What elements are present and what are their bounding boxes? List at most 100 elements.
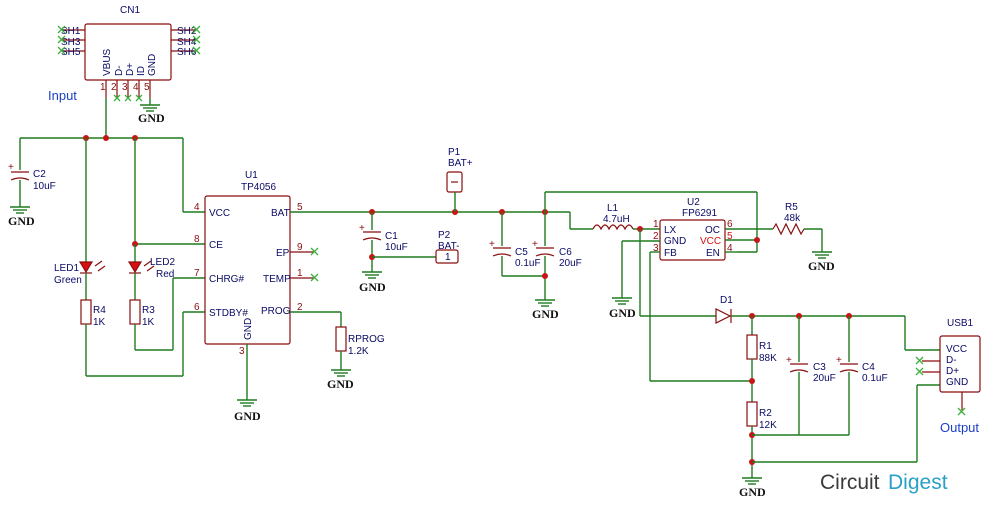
p1-value: BAT+ xyxy=(448,158,473,169)
r5-ref: R5 xyxy=(785,202,798,213)
c6-value: 20uF xyxy=(559,258,582,269)
u1-ref: U1 xyxy=(245,170,258,181)
u2-num-lx: 1 xyxy=(653,219,659,230)
cn1-sh5: SH5 xyxy=(61,47,81,58)
input-rail xyxy=(19,98,205,247)
usb1-pin-gnd: GND xyxy=(946,377,968,388)
u1-pin-stdby: STDBY# xyxy=(209,308,248,319)
u1-num-vcc: 4 xyxy=(194,202,200,213)
cn1-sh3: SH3 xyxy=(61,37,81,48)
brand-digest: Digest xyxy=(888,471,948,494)
u1-pin-temp: TEMP xyxy=(263,274,291,285)
connector-cn1: CN1 SH1 SH3 SH5 SH2 SH4 SH6 VBUS D- D+ I… xyxy=(48,5,201,125)
usb1-pin-dminus: D- xyxy=(946,355,957,366)
c4-value: 0.1uF xyxy=(862,373,888,384)
cn1-sh2: SH2 xyxy=(177,26,197,37)
u1-pin-chrg: CHRG# xyxy=(209,274,244,285)
cn1-num-1: 1 xyxy=(100,82,106,93)
u2-ref: U2 xyxy=(687,197,700,208)
u2-num-gnd: 2 xyxy=(653,231,659,242)
r3-ref: R3 xyxy=(142,305,155,316)
u1-num-stdby: 6 xyxy=(194,302,200,313)
l1-ref: L1 xyxy=(607,203,619,214)
c6-ref: C6 xyxy=(559,247,572,258)
r2-ref: R2 xyxy=(759,408,772,419)
led2-branch: LED2 Red R3 1K xyxy=(127,244,205,351)
r3-value: 1K xyxy=(142,317,155,328)
ic-u2-fp6291: U2 FP6291 1 LX 2 GND 3 FB OC 6 VCC 5 EN … xyxy=(609,197,773,382)
cn1-pin-gnd: GND xyxy=(147,54,158,76)
c1-value: 10uF xyxy=(385,242,408,253)
rprog-ref: RPROG xyxy=(348,334,385,345)
cn1-pin-vbus: VBUS xyxy=(102,48,113,76)
c6-gnd-label: GND xyxy=(532,307,559,321)
u1-pin-vcc: VCC xyxy=(209,208,230,219)
u2-gnd-label: GND xyxy=(609,306,636,320)
u2-pin-gnd: GND xyxy=(664,236,686,247)
output-gnd-label: GND xyxy=(739,485,766,499)
u1-num-ep: 9 xyxy=(297,242,303,253)
u2-num-en: 4 xyxy=(727,243,733,254)
output-label: Output xyxy=(940,420,979,435)
u2-part: FP6291 xyxy=(682,208,717,219)
u1-num-gnd: 3 xyxy=(239,346,245,357)
p2-ref: P2 xyxy=(438,230,451,241)
u2-pin-oc: OC xyxy=(705,225,720,236)
led1-branch: LED1 Green R4 1K xyxy=(54,138,205,377)
usb1-nc-marks xyxy=(915,356,966,416)
r4-value: 1K xyxy=(93,317,106,328)
cn1-sh6: SH6 xyxy=(177,47,197,58)
usb1-pin-dplus: D+ xyxy=(946,366,959,377)
u1-pin-ce: CE xyxy=(209,240,223,251)
u1-num-bat: 5 xyxy=(297,202,303,213)
brand-logo: Circuit Digest xyxy=(820,471,948,494)
cn1-num-3: 3 xyxy=(122,82,128,93)
u1-pin-bat: BAT xyxy=(271,208,290,219)
output-network: D1 R1 88K R2 12K GND + C3 20uF xyxy=(715,295,940,499)
u1-part: TP4056 xyxy=(241,182,276,193)
usb1-ref: USB1 xyxy=(947,318,974,329)
l1-value: 4.7uH xyxy=(603,214,630,225)
c3-value: 20uF xyxy=(813,373,836,384)
c2-value: 10uF xyxy=(33,181,56,192)
led2-value: Red xyxy=(156,269,174,280)
r2-value: 12K xyxy=(759,420,777,431)
u2-pin-vcc: VCC xyxy=(700,236,721,247)
led1-value: Green xyxy=(54,275,82,286)
cn1-num-5: 5 xyxy=(144,82,150,93)
u2-num-oc: 6 xyxy=(727,219,733,230)
connector-usb1: USB1 VCC D- D+ GND Output xyxy=(915,318,981,435)
c3-ref: C3 xyxy=(813,362,826,373)
u2-num-vcc: 5 xyxy=(727,231,733,242)
c5-ref: C5 xyxy=(515,247,528,258)
cn1-gnd-label: GND xyxy=(138,111,165,125)
cn1-num-4: 4 xyxy=(133,82,139,93)
u1-num-temp: 1 xyxy=(297,268,303,279)
p1-ref: P1 xyxy=(448,147,461,158)
cn1-pin-id: ID xyxy=(136,66,147,76)
c4-ref: C4 xyxy=(862,362,875,373)
u1-pin-ep: EP xyxy=(276,248,290,259)
cn1-pin-dminus: D- xyxy=(114,65,125,76)
c5-value: 0.1uF xyxy=(515,258,541,269)
battery-rail: + C1 10uF GND 1 P2 BAT- P1 BAT+ + C5 0.1… xyxy=(290,147,758,321)
u2-num-fb: 3 xyxy=(653,243,659,254)
u2-pin-en: EN xyxy=(706,248,720,259)
cn1-sh1: SH1 xyxy=(61,26,81,37)
r1-value: 88K xyxy=(759,353,777,364)
cn1-ref: CN1 xyxy=(120,5,140,16)
cn1-sh4: SH4 xyxy=(177,37,197,48)
p2-value: BAT- xyxy=(438,241,459,252)
input-label: Input xyxy=(48,88,77,103)
r5-value: 48k xyxy=(784,213,801,224)
r5-gnd-label: GND xyxy=(808,259,835,273)
svg-text:+: + xyxy=(8,162,14,173)
svg-text:+: + xyxy=(836,355,842,366)
led1-ref: LED1 xyxy=(54,263,79,274)
rprog-gnd-label: GND xyxy=(327,377,354,391)
svg-text:+: + xyxy=(786,355,792,366)
svg-text:1: 1 xyxy=(445,252,451,263)
u2-pin-fb: FB xyxy=(664,248,677,259)
c2-gnd-label: GND xyxy=(8,214,35,228)
